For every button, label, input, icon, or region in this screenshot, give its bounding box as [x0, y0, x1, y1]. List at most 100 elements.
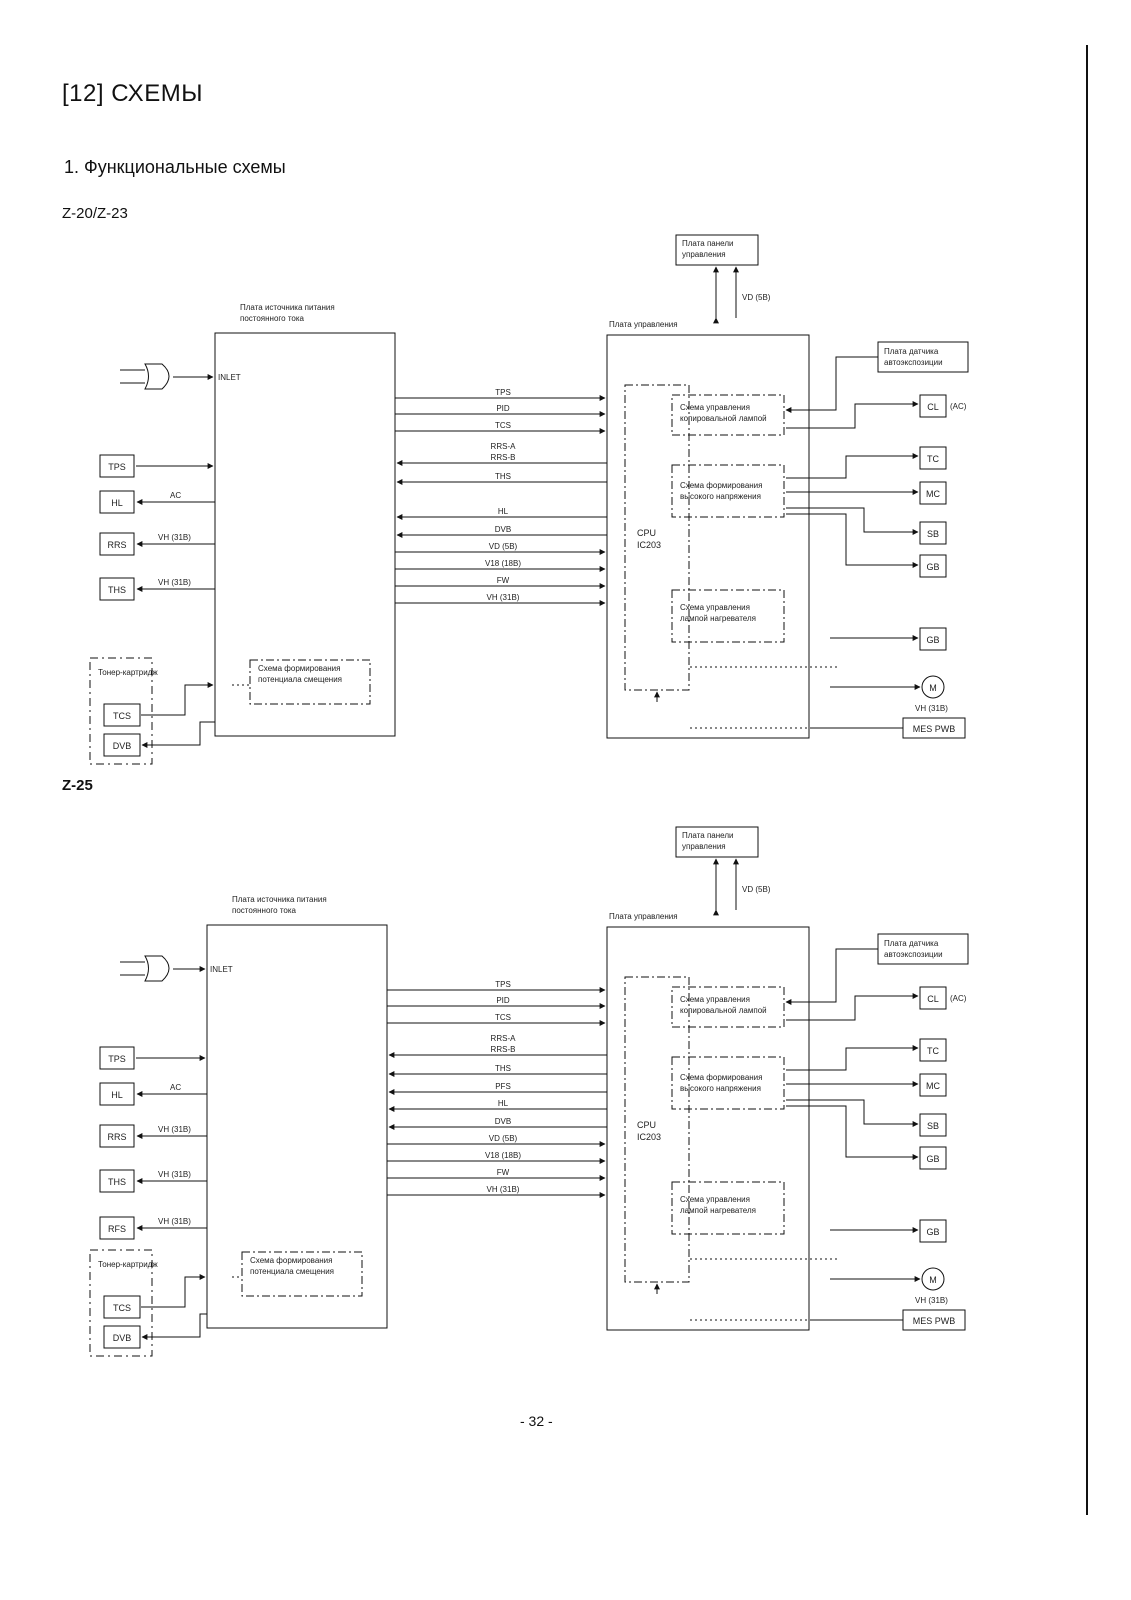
cl-ac-label: (AC)	[950, 402, 967, 411]
left-signal-1: AC	[170, 491, 181, 500]
right-part-mc-2-box	[919, 481, 947, 505]
page-title: [12] СХЕМЫ	[62, 80, 203, 107]
left-part-rfs-box	[99, 1216, 135, 1240]
right-part-sb-3-box	[919, 521, 947, 545]
page-number: - 32 -	[520, 1413, 553, 1429]
toner-dvb-box	[103, 1325, 141, 1349]
bus-label-4: RRS-B	[491, 453, 516, 462]
bias-circuit-box	[241, 1251, 363, 1297]
left-part-rfs-label: RFS	[108, 1224, 126, 1234]
inlet-plug-icon	[144, 363, 170, 390]
bus-label-10: V18 (18В)	[485, 1151, 521, 1160]
right-part-sb-3-label: SB	[927, 529, 939, 539]
control-board-box	[606, 334, 810, 739]
right-part-gb-5-box	[919, 627, 947, 651]
right-part-cl-0-label: CL	[927, 994, 939, 1004]
bias-circuit-box	[249, 659, 371, 705]
control-board-title: Плата управления	[609, 912, 678, 921]
left-signal-3: VH (31В)	[158, 1170, 191, 1179]
motor-voltage-label: VH (31В)	[915, 1296, 948, 1305]
dvb-line	[141, 1313, 207, 1340]
ae-line	[785, 948, 878, 1005]
panel-vd-label: VD (5В)	[742, 885, 771, 894]
right-part-gb-4-label: GB	[926, 562, 939, 572]
left-part-tps-box	[99, 454, 135, 478]
left-part-ths-label: THS	[108, 1177, 126, 1187]
ae-line	[785, 356, 878, 413]
inlet-label: INLET	[210, 965, 233, 974]
motor-label: M	[929, 1275, 937, 1285]
control-board-box	[606, 926, 810, 1331]
heater-ctrl-box	[671, 1181, 785, 1235]
cpu-region	[624, 384, 690, 691]
left-part-hl-box	[99, 1082, 135, 1106]
right-part-mc-2-label: MC	[926, 1081, 940, 1091]
toner-cartridge-label: Тонер-картридж	[98, 1260, 158, 1269]
left-signal-4: VH (31В)	[158, 1217, 191, 1226]
cl-line	[786, 401, 919, 429]
copy-lamp-ctrl-box	[671, 986, 785, 1028]
toner-dvb-label: DVB	[113, 1333, 132, 1343]
tcs-line	[141, 1274, 206, 1308]
section-title: 1. Функциональные схемы	[64, 157, 286, 177]
toner-cartridge-frame	[89, 1249, 153, 1357]
tc-line	[786, 1045, 919, 1071]
control-board-title: Плата управления	[609, 320, 678, 329]
gb-line	[786, 513, 919, 568]
panel-vd-label: VD (5В)	[742, 293, 771, 302]
right-part-tc-1-box	[919, 446, 947, 470]
bus-label-7: DVB	[495, 525, 511, 534]
bus-label-5: THS	[495, 472, 511, 481]
right-part-tc-1-box	[919, 1038, 947, 1062]
bus-label-6: PFS	[495, 1082, 511, 1091]
right-part-gb-4-box	[919, 554, 947, 578]
left-part-rrs-box	[99, 532, 135, 556]
bus-label-12: VH (31В)	[487, 1185, 520, 1194]
motor-label: M	[929, 683, 937, 693]
bus-label-7: HL	[498, 1099, 509, 1108]
bus-label-11: VH (31В)	[487, 593, 520, 602]
hv-circuit-box	[671, 464, 785, 518]
left-part-hl-box	[99, 490, 135, 514]
left-part-hl-label: HL	[111, 498, 123, 508]
bus-label-11: FW	[497, 1168, 510, 1177]
bus-label-9: VD (5В)	[489, 1134, 518, 1143]
right-part-sb-3-box	[919, 1113, 947, 1137]
bus-label-0: TPS	[495, 980, 511, 989]
gb-line	[786, 1105, 919, 1160]
psu-board-box	[206, 924, 388, 1329]
toner-tcs-label: TCS	[113, 711, 131, 721]
right-part-cl-0-box	[919, 986, 947, 1010]
heater-ctrl-box	[671, 589, 785, 643]
mes-pwb-label: MES PWB	[913, 1316, 956, 1326]
left-part-rrs-label: RRS	[107, 1132, 126, 1142]
bus-label-5: THS	[495, 1064, 511, 1073]
inlet-plug-icon	[144, 955, 170, 982]
panel-board-box	[675, 234, 759, 266]
bus-label-1: PID	[496, 996, 510, 1005]
motor-voltage-label: VH (31В)	[915, 704, 948, 713]
panel-board-box	[675, 826, 759, 858]
bus-label-6: HL	[498, 507, 509, 516]
motor-icon	[921, 1267, 945, 1291]
right-part-gb-5-label: GB	[926, 635, 939, 645]
toner-dvb-label: DVB	[113, 741, 132, 751]
psu-board-box	[214, 332, 396, 737]
dvb-line	[141, 721, 215, 748]
copy-lamp-ctrl-box	[671, 394, 785, 436]
bus-label-0: TPS	[495, 388, 511, 397]
bus-label-2: TCS	[495, 1013, 511, 1022]
bus-label-2: TCS	[495, 421, 511, 430]
